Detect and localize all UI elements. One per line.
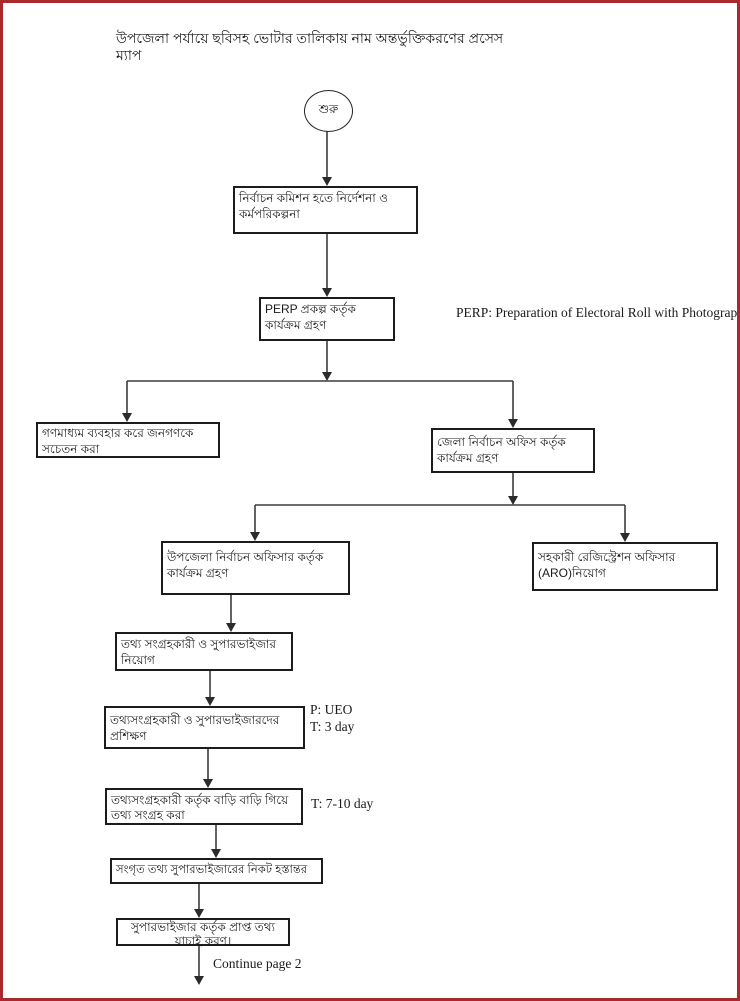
node-upazila-election-officer: উপজেলা নির্বাচন অফিসার কর্তৃক কার্যক্রম …: [161, 541, 350, 595]
arrow-verify-to-continue: [194, 946, 204, 985]
arrow-branch-to-district: [508, 381, 518, 428]
arrow-training-to-house: [203, 749, 213, 788]
training-time-label: T: 3 day: [310, 718, 355, 734]
arrow-district-to-branch2: [508, 473, 518, 505]
node-collector-supervisor-appointment: তথ্য সংগ্রহকারী ও সুপারভাইজার নিয়োগ: [115, 632, 293, 671]
node-handover-to-supervisor: সংগৃত তথ্য সুপারভাইজারের নিকট হস্তান্তর: [110, 858, 323, 884]
arrow-branch-to-media: [122, 381, 132, 422]
arrow-upazila-to-collector: [226, 595, 236, 632]
node-data-verification: সুপারভাইজার কর্তৃক প্রাপ্ত তথ্য যাচাই কর…: [116, 918, 290, 948]
training-annotation: P: UEO T: 3 day: [310, 702, 354, 736]
start-node: শুরু: [304, 90, 353, 132]
page-title: উপজেলা পর্যায়ে ছবিসহ ভোটার তালিকায় নাম…: [116, 30, 504, 63]
node-house-to-house-collection: তথ্যসংগ্রহকারী কর্তৃক বাড়ি বাড়ি গিয়ে …: [105, 788, 303, 825]
arrow-house-to-handover: [211, 825, 221, 858]
collection-time-annotation: T: 7-10 day: [311, 796, 374, 811]
arrow-handover-to-verify: [194, 884, 204, 918]
node-district-election-office: জেলা নির্বাচন অফিস কর্তৃক কার্যক্রম গ্রহ…: [431, 428, 595, 473]
node-mass-media-awareness: গণমাধ্যম ব্যবহার করে জনগণকে সচেতন করা: [36, 422, 220, 458]
node-aro-appointment: সহকারী রেজিস্ট্রেশন অফিসার (ARO)নিয়োগ: [532, 542, 718, 591]
node-perp-activities: PERP প্রকল্প কর্তৃক কার্যক্রম গ্রহণ: [259, 297, 395, 341]
node-training: তথ্যসংগ্রহকারী ও সুপারভাইজারদের প্রশিক্ষ…: [104, 706, 305, 749]
arrow-collector-to-training: [205, 671, 215, 706]
arrow-start-to-ec: [322, 130, 332, 186]
flow-connectors: [122, 130, 630, 985]
continue-page-note: Continue page 2: [213, 956, 302, 971]
arrow-branch2-to-upazila: [250, 505, 260, 541]
node-ec-directives: নির্বাচন কমিশন হতে নির্দেশনা ও কর্মপরিকল…: [233, 186, 418, 234]
arrow-ec-to-perp: [322, 234, 332, 297]
arrow-branch2-to-aro: [620, 505, 630, 542]
perp-definition-note: PERP: Preparation of Electoral Roll with…: [456, 305, 740, 320]
arrow-perp-to-branch: [322, 341, 332, 381]
training-person-label: P: UEO: [310, 702, 353, 717]
